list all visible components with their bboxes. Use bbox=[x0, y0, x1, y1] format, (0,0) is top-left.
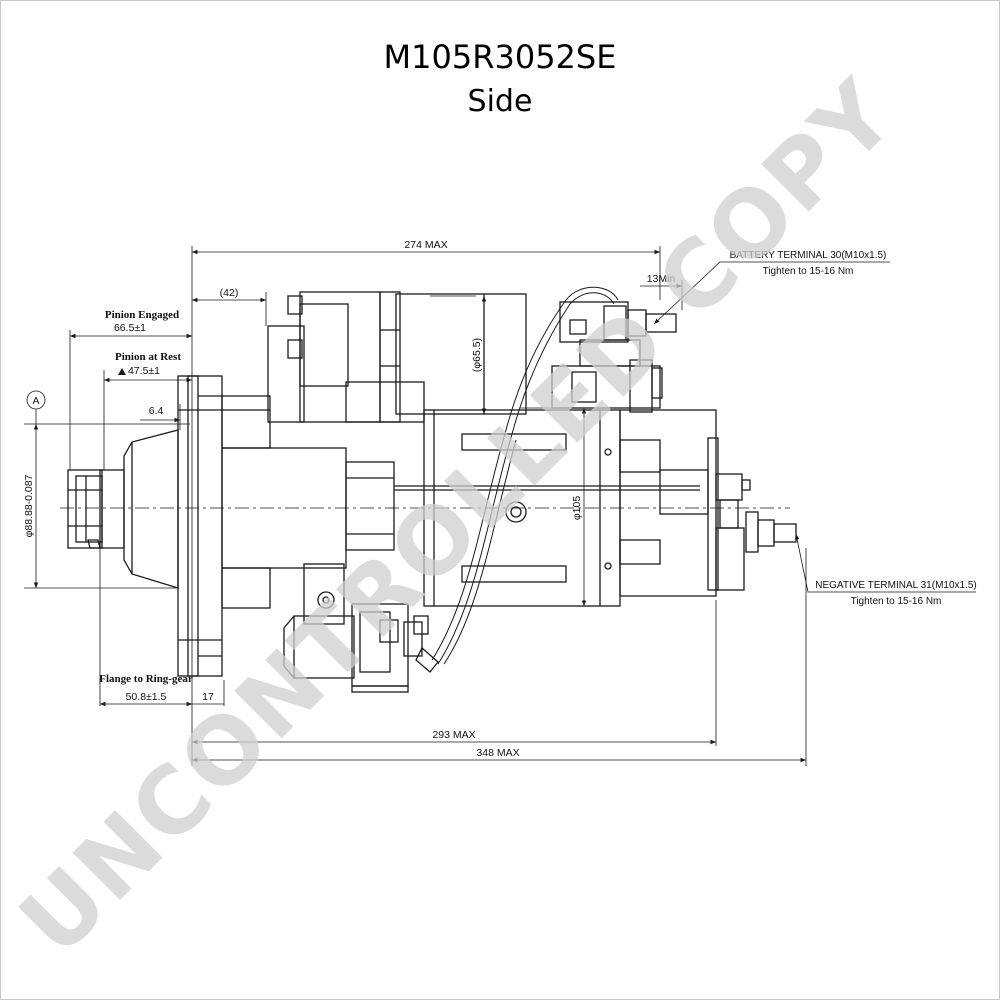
starter-outline bbox=[60, 286, 797, 693]
dim-pinion-engaged: 66.5±1 bbox=[114, 322, 146, 334]
dim-6-4: 6.4 bbox=[149, 405, 164, 417]
datum-triangle-icon bbox=[118, 368, 126, 375]
dim-293-max: 293 MAX bbox=[432, 729, 475, 741]
dimension-texts: 274 MAX (42) 13Min (φ65.5) φ105 φ88.88-0… bbox=[23, 239, 977, 759]
dimension-lines bbox=[24, 246, 976, 766]
dim-pinion-dia: φ88.88-0.087 bbox=[23, 474, 35, 537]
solenoid bbox=[267, 291, 527, 423]
mounting-flange bbox=[177, 375, 223, 677]
battery-torque-note: Tighten to 15-16 Nm bbox=[763, 266, 854, 277]
negative-terminal-stud bbox=[745, 511, 797, 553]
pinion-rest-label: Pinion at Rest bbox=[115, 351, 181, 363]
battery-terminal bbox=[551, 301, 677, 413]
dim-flange: 50.8±1.5 bbox=[126, 691, 167, 703]
dim-dia-65: (φ65.5) bbox=[471, 338, 483, 372]
dim-274-max: 274 MAX bbox=[404, 239, 447, 251]
pinion bbox=[67, 469, 125, 549]
commutator-end bbox=[619, 409, 751, 597]
dim-17: 17 bbox=[202, 691, 214, 703]
datum-label: A bbox=[32, 395, 39, 407]
dim-pinion-rest: 47.5±1 bbox=[128, 365, 160, 377]
part-number-title: M105R3052SE bbox=[383, 38, 617, 76]
view-title: Side bbox=[467, 84, 533, 119]
wire-harness bbox=[431, 286, 619, 665]
negative-torque-note: Tighten to 15-16 Nm bbox=[851, 596, 942, 607]
pinion-engaged-label: Pinion Engaged bbox=[105, 309, 179, 321]
dim-348-max: 348 MAX bbox=[476, 747, 519, 759]
battery-terminal-note: BATTERY TERMINAL 30(M10x1.5) bbox=[730, 250, 887, 261]
dim-dia-105: φ105 bbox=[571, 496, 583, 520]
negative-terminal-note: NEGATIVE TERMINAL 31(M10x1.5) bbox=[815, 580, 977, 591]
flange-ring-gear-label: Flange to Ring-gear bbox=[99, 673, 193, 685]
lower-connector bbox=[283, 563, 439, 693]
dim-42: (42) bbox=[220, 287, 239, 299]
uncontrolled-copy-watermark: UNCONTROLLED COPY bbox=[0, 60, 916, 976]
dim-13-min: 13Min bbox=[647, 273, 676, 285]
